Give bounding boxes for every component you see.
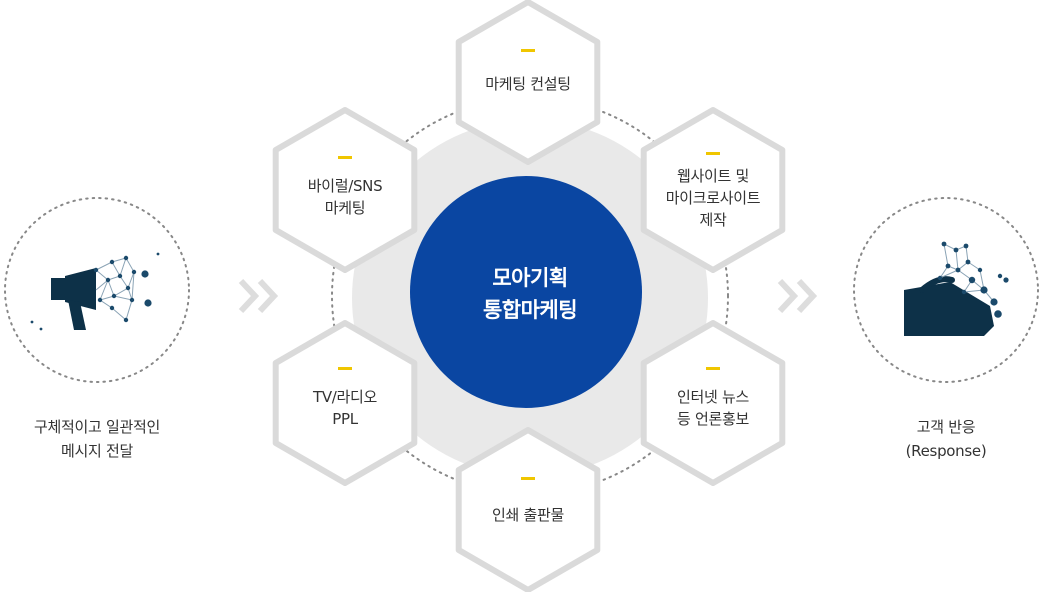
tv-radio-accent-dash [338,367,352,370]
hex-label-tv-radio-line-2: PPL [332,410,358,428]
news-accent-dash [706,367,720,370]
megaphone-network-icon [30,252,160,331]
right-caption: 고객 반응 (Response) [846,415,1046,463]
hex-label-print: 인쇄 출판물 [463,504,593,526]
hex-label-print-line-1: 인쇄 출판물 [492,506,564,524]
center-title: 모아기획 통합마케팅 [420,262,640,326]
center-circle [410,176,642,408]
left-double-chevron-icon [238,278,279,314]
left-caption-line-1: 구체적이고 일관적인 [34,418,160,436]
left-caption: 구체적이고 일관적인 메시지 전달 [0,415,197,463]
hexagon-print [455,427,601,593]
hand-network-icon [904,241,1009,336]
right-caption-line-1: 고객 반응 [916,418,976,436]
hex-label-tv-radio-line-1: TV/라디오 [312,388,378,406]
dotted-orbit [331,97,729,495]
center-title-line-1: 모아기획 [492,266,568,290]
hexagon-consulting [455,0,601,165]
hexagon-website [640,107,786,273]
hex-label-news-line-2: 등 언론홍보 [677,410,749,428]
left-caption-line-2: 메시지 전달 [61,442,133,460]
hex-label-website: 웹사이트 및 마이크로사이트 제작 [648,165,778,231]
hex-label-viral: 바이럴/SNS 마케팅 [280,175,410,219]
hex-label-news: 인터넷 뉴스 등 언론홍보 [648,386,778,430]
hex-label-news-line-1: 인터넷 뉴스 [677,388,749,406]
viral-accent-dash [338,156,352,159]
hex-label-consulting: 마케팅 컨설팅 [463,73,593,95]
right-double-chevron-icon [777,278,818,314]
right-caption-line-2: (Response) [905,442,987,460]
print-accent-dash [521,477,535,480]
hexagon-viral [272,107,418,273]
hex-label-website-line-1: 웹사이트 및 [677,167,749,185]
hex-label-website-line-3: 제작 [699,211,727,229]
left-dotted-circle [4,197,190,383]
hex-label-tv-radio: TV/라디오 PPL [280,386,410,430]
consulting-accent-dash [521,49,535,52]
hexagon-news [640,320,786,486]
hex-label-consulting-line-1: 마케팅 컨설팅 [485,75,571,93]
hex-label-viral-line-2: 마케팅 [324,199,366,217]
hex-label-website-line-2: 마이크로사이트 [665,189,761,207]
hexagon-tv-radio [272,320,418,486]
center-title-line-2: 통합마케팅 [482,298,578,322]
hex-label-viral-line-1: 바이럴/SNS [307,177,383,195]
website-accent-dash [706,152,720,155]
